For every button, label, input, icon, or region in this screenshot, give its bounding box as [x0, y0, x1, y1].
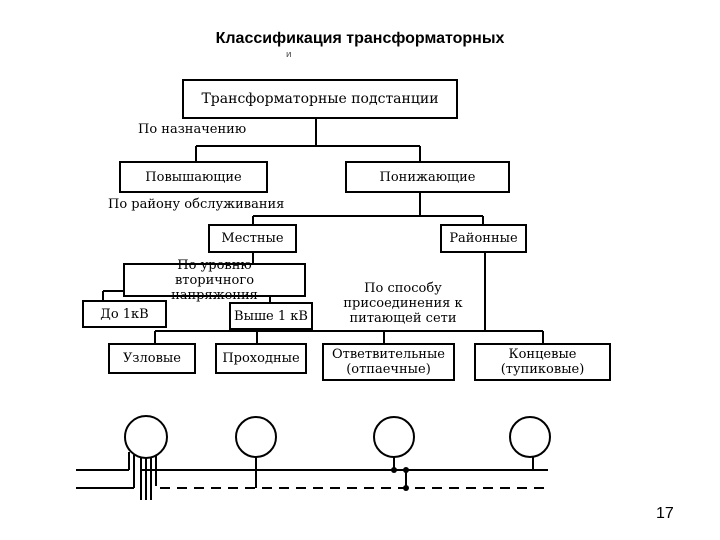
box-nodal: Узловые: [108, 343, 196, 374]
label-by-purpose: По назначению: [138, 122, 247, 137]
label-by-service-area: По району обслуживания: [108, 197, 285, 212]
page-title: Классификация трансформаторных: [215, 30, 505, 47]
box-step-up: Повышающие: [119, 161, 268, 193]
box-district: Районные: [440, 224, 527, 253]
box-transit: Проходные: [215, 343, 307, 374]
box-above-1kv: Выше 1 кВ: [229, 302, 313, 330]
label-by-connection: По способу присоединения к питающей сети: [343, 281, 463, 326]
box-up-to-1kv: До 1кВ: [82, 300, 167, 328]
title-cut-fragment: й: [286, 52, 292, 60]
box-secondary-voltage: По уровню вторичного напряжения: [123, 258, 306, 303]
box-local: Местные: [208, 224, 297, 253]
box-terminal: Концевые (тупиковые): [474, 343, 611, 381]
box-branch: Ответвительные (отпаечные): [322, 343, 455, 381]
box-step-down: Понижающие: [345, 161, 510, 193]
box-root: Трансформаторные подстанции: [182, 79, 458, 119]
page-number: 17: [656, 505, 674, 522]
